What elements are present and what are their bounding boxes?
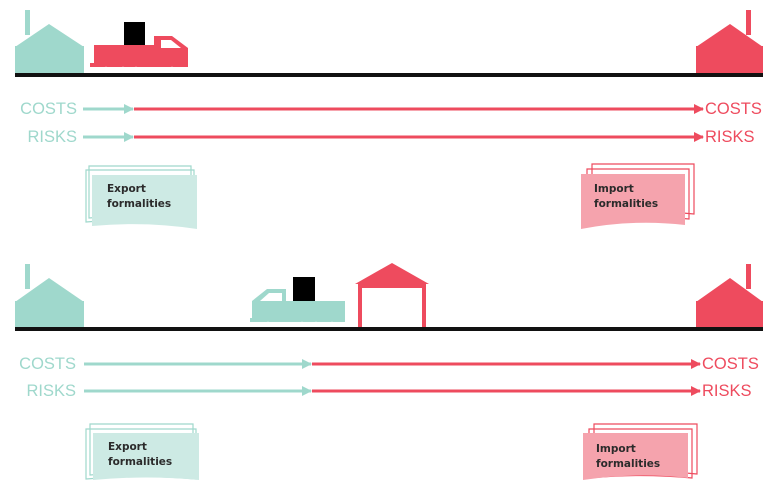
costs-label-seller: COSTS bbox=[20, 100, 77, 118]
costs-label-buyer: COSTS bbox=[702, 355, 759, 373]
truck-icon bbox=[250, 277, 345, 329]
top-diagram: COSTS RISKS COSTS RISKS Export formaliti… bbox=[15, 10, 763, 229]
export-doc-line2: formalities bbox=[107, 198, 171, 210]
seller-factory-icon bbox=[15, 264, 84, 329]
risks-label-buyer: RISKS bbox=[702, 382, 752, 400]
import-doc-line1: Import bbox=[596, 443, 636, 455]
road bbox=[15, 327, 763, 331]
export-doc-line2: formalities bbox=[108, 456, 172, 468]
seller-factory-icon bbox=[15, 10, 84, 75]
export-doc-line1: Export bbox=[108, 441, 147, 453]
import-formalities-document: Import formalities bbox=[581, 163, 695, 229]
terminal-warehouse-icon bbox=[355, 263, 429, 328]
risks-label-seller: RISKS bbox=[26, 382, 76, 400]
export-formalities-document: Export formalities bbox=[85, 165, 197, 229]
buyer-factory-icon bbox=[696, 10, 763, 75]
risks-label-buyer: RISKS bbox=[705, 128, 755, 146]
export-doc-line1: Export bbox=[107, 183, 146, 195]
import-doc-line1: Import bbox=[594, 183, 634, 195]
buyer-factory-icon bbox=[696, 264, 763, 329]
import-formalities-document: Import formalities bbox=[583, 423, 698, 480]
bottom-diagram: COSTS RISKS COSTS RISKS Export formaliti… bbox=[15, 263, 763, 480]
cargo-box-icon bbox=[124, 22, 145, 45]
risks-label-seller: RISKS bbox=[27, 128, 77, 146]
costs-label-buyer: COSTS bbox=[705, 100, 762, 118]
import-doc-line2: formalities bbox=[594, 198, 658, 210]
cargo-box-icon bbox=[293, 277, 315, 301]
import-doc-line2: formalities bbox=[596, 458, 660, 470]
truck-icon bbox=[90, 22, 188, 74]
road bbox=[15, 73, 763, 77]
export-formalities-document: Export formalities bbox=[85, 423, 199, 480]
costs-label-seller: COSTS bbox=[19, 355, 76, 373]
